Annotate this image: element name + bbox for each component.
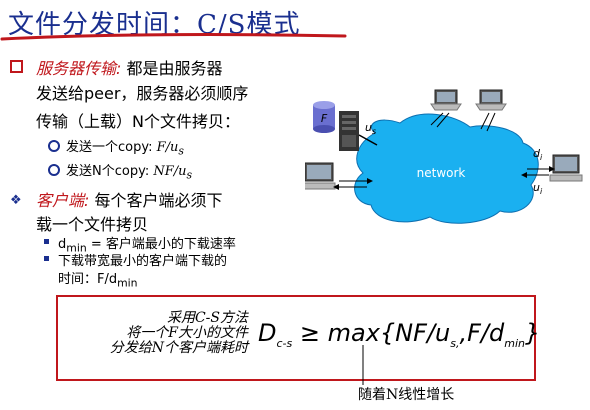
server-line-1: 服务器传输: 都是由服务器 bbox=[36, 55, 223, 79]
formula-expression: Dc-s ≥ max{NF/us,,F/dmin} bbox=[258, 319, 541, 350]
title-underline bbox=[0, 33, 347, 41]
client-sub-item-2-line-2: 时间：F/dmin bbox=[58, 272, 138, 290]
circle-bullet-icon bbox=[48, 140, 60, 152]
formula-description: 采用C-S方法 将一个F大小的文件 分发给N个客户端耗时 bbox=[109, 310, 248, 356]
client-sub-item-1: dmin = 客户端最小的下载速率 bbox=[58, 237, 236, 255]
client-label: 客户端: bbox=[36, 191, 90, 210]
square-bullet-icon bbox=[10, 60, 23, 73]
server-line-3: 传输（上载）N个文件拷贝： bbox=[36, 112, 240, 131]
small-square-bullet-icon bbox=[44, 256, 49, 261]
annotation-connector bbox=[362, 345, 364, 385]
desktop-computer-icon bbox=[305, 162, 336, 190]
laptop-icon bbox=[430, 89, 462, 111]
di-label: di bbox=[533, 147, 543, 162]
server-line-2: 发送给peer，服务器必须顺序 bbox=[36, 84, 249, 103]
formula-box: 采用C-S方法 将一个F大小的文件 分发给N个客户端耗时 Dc-s ≥ max{… bbox=[56, 295, 540, 381]
server-sub-item-1: 发送一个copy: F/us bbox=[66, 140, 184, 158]
us-label: us bbox=[365, 121, 376, 136]
client-sub-item-2-line-1: 下载带宽最小的客户端下载的 bbox=[58, 254, 228, 269]
network-cloud bbox=[354, 113, 539, 224]
laptop-icon bbox=[475, 89, 507, 111]
ui-label: ui bbox=[533, 181, 543, 196]
server-sub-item-2: 发送N个copy: NF/us bbox=[66, 164, 193, 182]
svg-text:F: F bbox=[321, 112, 328, 125]
network-diagram: network F us bbox=[305, 89, 583, 224]
small-square-bullet-icon bbox=[44, 239, 49, 244]
client-line1-text: 每个客户端必须下 bbox=[89, 191, 223, 210]
server-icon bbox=[339, 111, 359, 151]
file-cylinder-icon: F bbox=[313, 101, 335, 133]
desktop-computer-icon bbox=[549, 154, 583, 182]
annotation-text: 随着N线性增长 bbox=[358, 387, 455, 403]
network-label: network bbox=[417, 166, 466, 180]
client-line-2: 载一个文件拷贝 bbox=[36, 215, 149, 234]
server-line1-text: 都是由服务器 bbox=[121, 59, 223, 78]
client-line-1: 客户端: 每个客户端必须下 bbox=[36, 187, 223, 211]
diamond-bullet-icon: ❖ bbox=[10, 193, 22, 208]
circle-bullet-icon bbox=[48, 164, 60, 176]
server-label: 服务器传输: bbox=[36, 59, 122, 78]
